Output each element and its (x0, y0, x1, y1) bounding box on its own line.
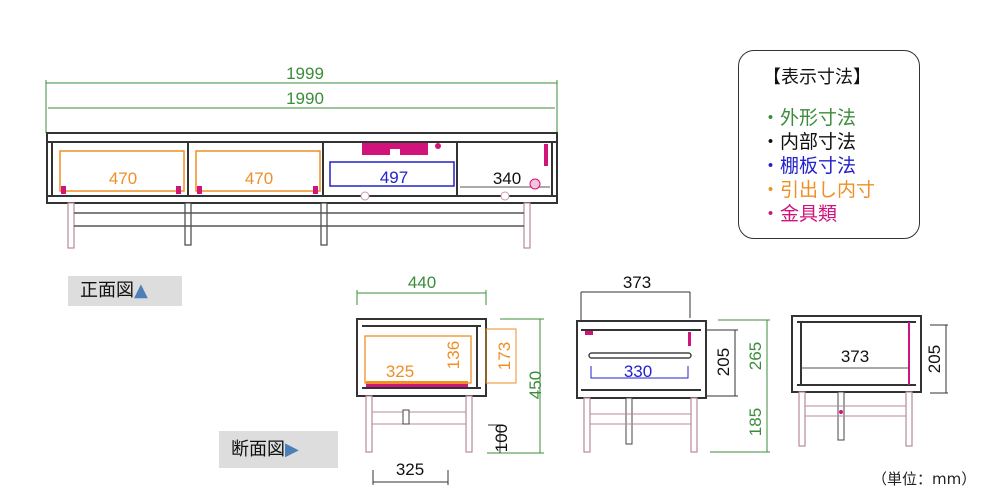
legend-item-shelf: ・棚板寸法 (761, 155, 857, 177)
leg (320, 202, 328, 246)
leg (523, 202, 531, 249)
drawer-inner-height-label: 136 (444, 341, 463, 369)
hardware-cutout (390, 149, 400, 155)
compartment-width-label: 340 (493, 169, 521, 188)
slide-rail-icon (197, 186, 202, 194)
inner-height-label: 205 (714, 348, 733, 376)
section-drawer: 440 325 136 173 450 100 325 (356, 273, 545, 485)
legend-item-drawer: ・引出し内寸 (761, 179, 876, 201)
drawer-height-label: 173 (495, 342, 514, 370)
drawer-height-box (485, 328, 517, 384)
depth-label: 440 (408, 273, 436, 292)
leg-clearance-label: 100 (492, 424, 511, 452)
overall-height-label: 450 (526, 371, 545, 399)
inner-depth-label: 373 (623, 273, 651, 292)
section-body (576, 320, 707, 399)
slide-rail-icon (366, 384, 468, 387)
drawer-bottom (366, 381, 468, 384)
section-view-title: 断面図 (231, 439, 285, 460)
inner-depth-label: 373 (841, 347, 869, 366)
knob-icon (360, 191, 370, 201)
drawer-2 (195, 150, 321, 192)
legend-title: 【表示寸法】 (763, 67, 871, 88)
leg (690, 397, 698, 453)
legend-box: 【表示寸法】 ・外形寸法 ・内部寸法 ・棚板寸法 ・引出し内寸 ・金具類 (738, 50, 920, 239)
shelf-width-label: 497 (380, 168, 408, 187)
body-width-label: 1990 (286, 89, 324, 108)
triangle-right-icon: ▶ (285, 439, 299, 460)
slide-rail-icon (313, 186, 318, 194)
slide-rail-icon (176, 186, 181, 194)
shelf-board (588, 352, 692, 359)
leg (67, 202, 75, 249)
leg (625, 397, 633, 445)
screw-icon (839, 410, 843, 414)
leg (905, 391, 913, 447)
drawer-depth-label: 325 (386, 362, 414, 381)
shelf-board (329, 161, 455, 187)
hardware-screw-icon (435, 143, 441, 149)
hardware-icon (688, 332, 691, 346)
front-view: 1999 1990 470 470 497 340 (45, 64, 558, 249)
legend-item-outer: ・外形寸法 (761, 107, 857, 129)
leg (583, 397, 591, 453)
shelf-depth-label: 330 (624, 362, 652, 381)
shelf-depth-bracket (590, 366, 689, 379)
section-view-label: 断面図▶ (219, 431, 338, 468)
leg-span-label: 325 (396, 460, 424, 479)
inner-height-label: 205 (925, 345, 944, 373)
section-shelf: 373 330 205 265 185 (576, 273, 770, 453)
unit-note: （単位：mm） (872, 470, 977, 488)
triangle-up-icon: ▲ (134, 280, 148, 301)
drawer-1-width-label: 470 (109, 169, 137, 188)
slide-rail-icon (61, 186, 66, 194)
overall-width-label: 1999 (286, 64, 324, 83)
leg (465, 395, 473, 453)
center-leg (402, 409, 410, 425)
hardware-icon (544, 144, 548, 166)
front-view-label: 正面図▲ (68, 276, 182, 306)
leg (184, 202, 192, 246)
drawer-1 (59, 150, 185, 192)
section-open: 373 205 (791, 315, 948, 447)
body-height-label: 265 (746, 342, 765, 370)
legend-item-inner: ・内部寸法 (761, 131, 857, 153)
cable-hole-icon (529, 178, 541, 190)
leg (365, 395, 373, 453)
hinge-icon (585, 331, 593, 335)
leg (798, 391, 806, 447)
front-view-title: 正面図 (80, 280, 134, 301)
legend-item-hardware: ・金具類 (761, 203, 838, 225)
cabinet-body (46, 132, 558, 204)
section-body (791, 315, 922, 393)
drawer-2-width-label: 470 (245, 169, 273, 188)
knob-icon (500, 191, 510, 201)
leg-height-label: 185 (746, 408, 765, 436)
